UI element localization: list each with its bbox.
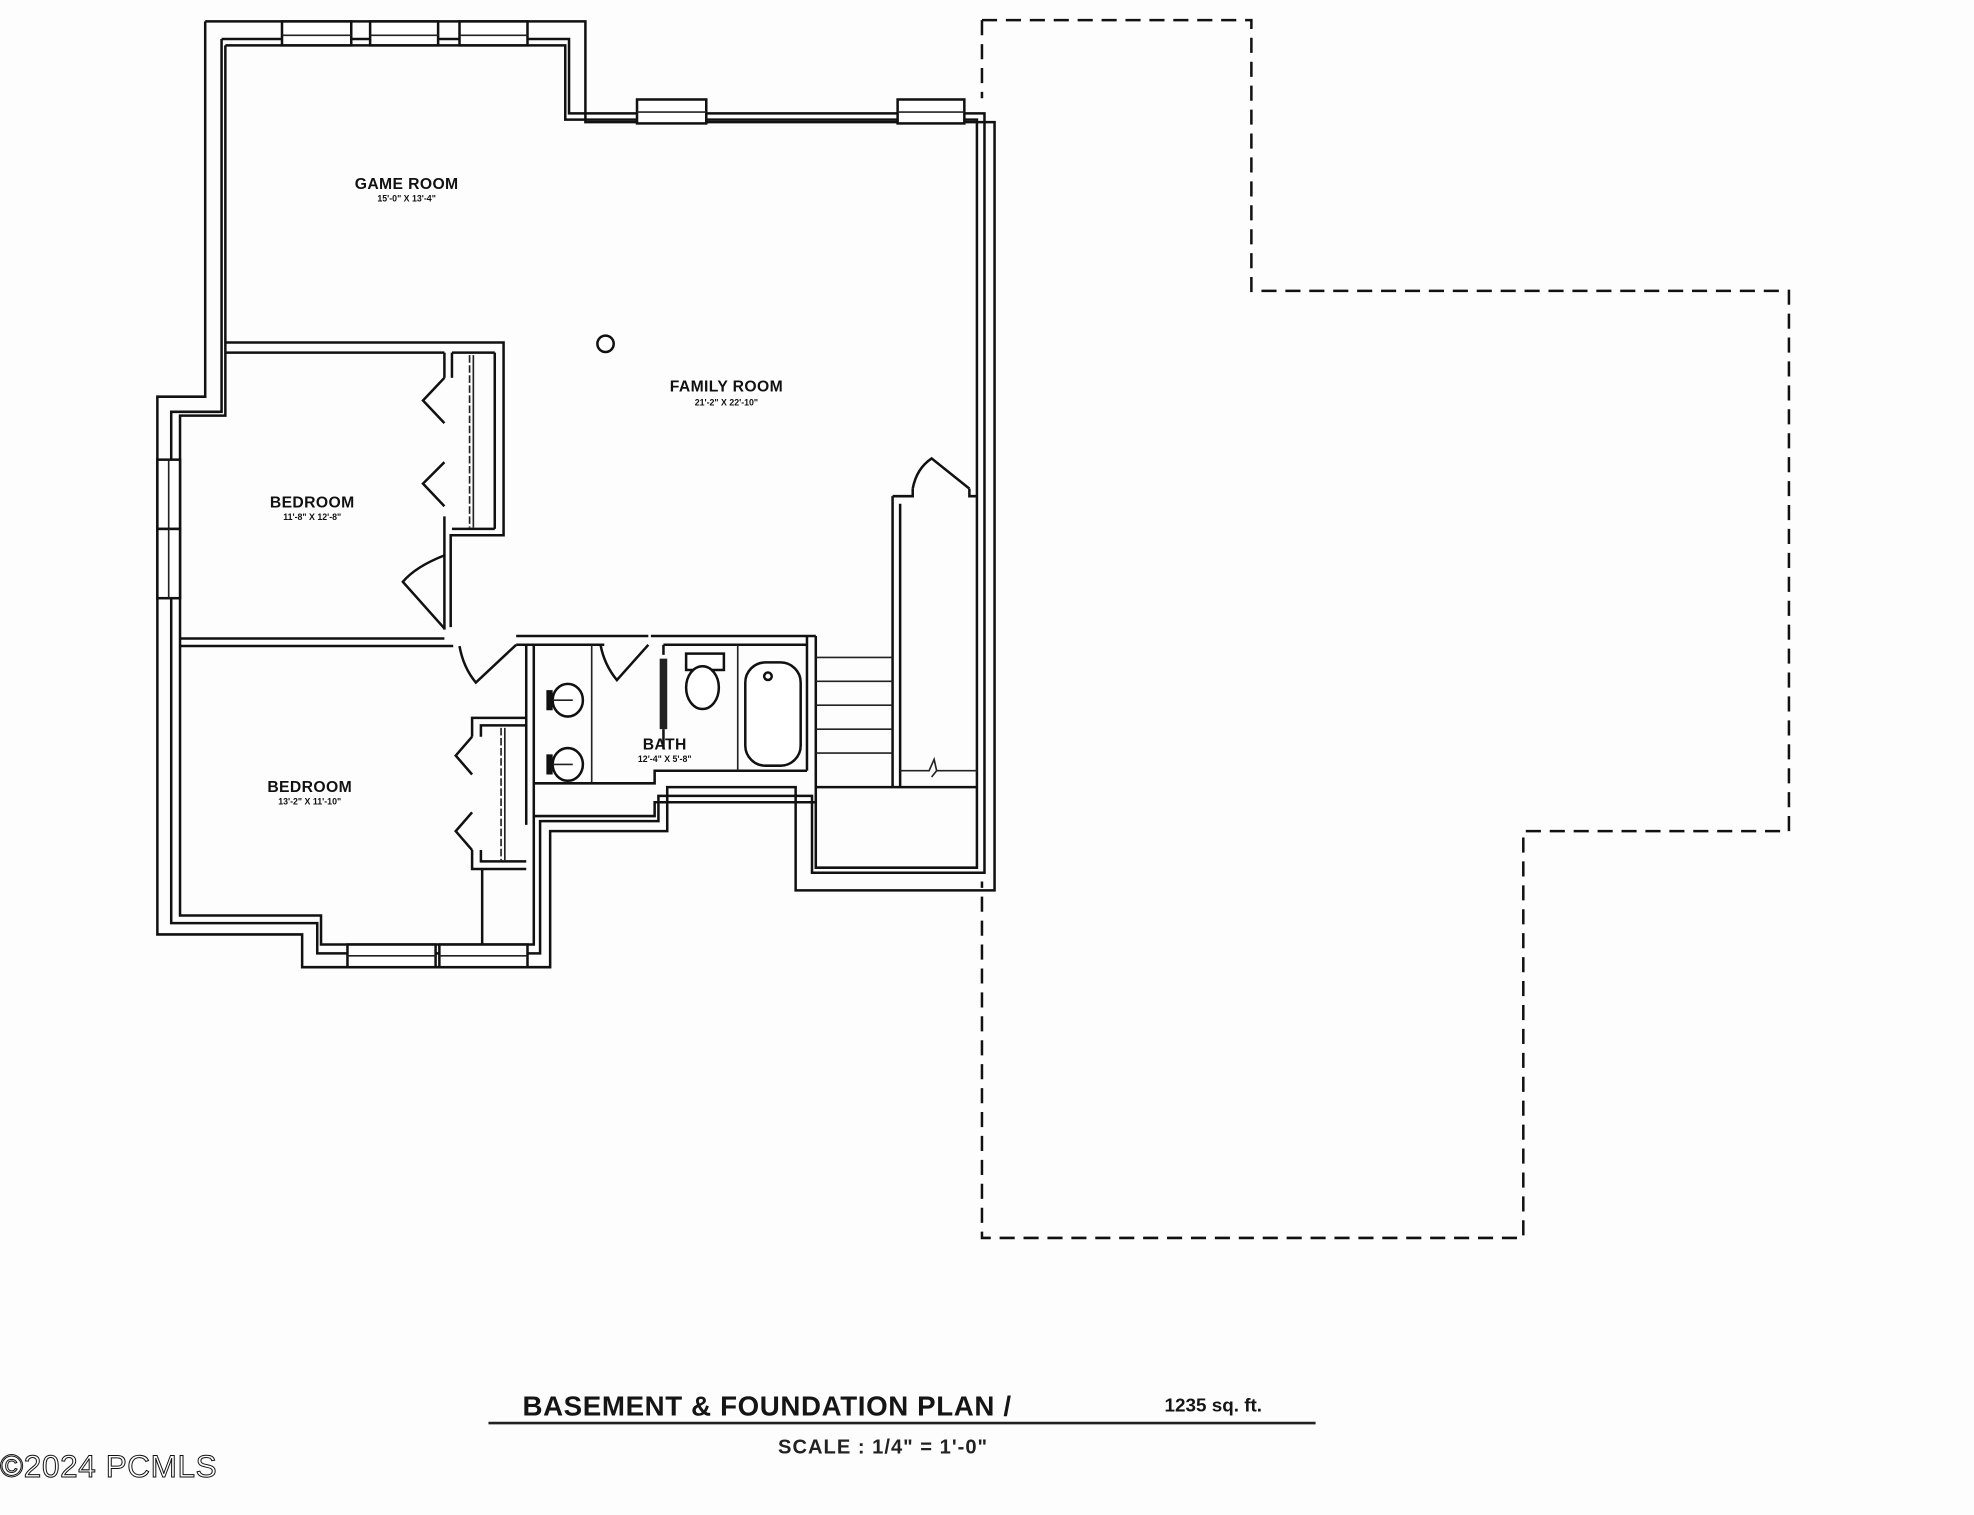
svg-text:BATH: BATH	[643, 736, 687, 753]
svg-text:21'-2" X 22'-10": 21'-2" X 22'-10"	[695, 398, 758, 408]
svg-text:FAMILY ROOM: FAMILY ROOM	[670, 379, 783, 396]
stairs	[815, 656, 893, 754]
column-icon	[596, 334, 615, 354]
room-label-bedroom-lower: BEDROOM 13'-2" X 11'-10"	[267, 779, 352, 807]
foundation-outline	[980, 18, 1791, 1240]
plan-scale: SCALE : 1/4" = 1'-0"	[778, 1436, 988, 1458]
svg-text:13'-2" X 11'-10": 13'-2" X 11'-10"	[278, 797, 341, 807]
room-label-game-room: GAME ROOM 15'-0" X 13'-4"	[355, 176, 459, 204]
room-label-family-room: FAMILY ROOM 21'-2" X 22'-10"	[670, 379, 783, 408]
interior-walls	[180, 341, 977, 945]
copyright-watermark: ©2024 PCMLS	[0, 1449, 217, 1484]
exterior-walls	[156, 20, 996, 969]
room-label-bath: BATH 12'-4" X 5'-8"	[638, 736, 692, 764]
svg-text:15'-0" X 13'-4": 15'-0" X 13'-4"	[377, 193, 435, 203]
title-block: BASEMENT & FOUNDATION PLAN / 1235 sq. ft…	[488, 1391, 1316, 1458]
svg-text:GAME ROOM: GAME ROOM	[355, 176, 459, 193]
svg-text:11'-8" X 12'-8": 11'-8" X 12'-8"	[283, 512, 341, 522]
room-label-bedroom-upper: BEDROOM 11'-8" X 12'-8"	[270, 495, 355, 523]
plan-title: BASEMENT & FOUNDATION PLAN /	[522, 1391, 1011, 1422]
doors	[401, 376, 971, 851]
plan-area: 1235 sq. ft.	[1165, 1396, 1263, 1417]
svg-text:BEDROOM: BEDROOM	[267, 779, 352, 796]
bath-fixtures	[546, 652, 802, 783]
svg-text:BEDROOM: BEDROOM	[270, 495, 355, 512]
windows	[156, 20, 966, 969]
svg-text:12'-4" X 5'-8": 12'-4" X 5'-8"	[638, 754, 692, 764]
